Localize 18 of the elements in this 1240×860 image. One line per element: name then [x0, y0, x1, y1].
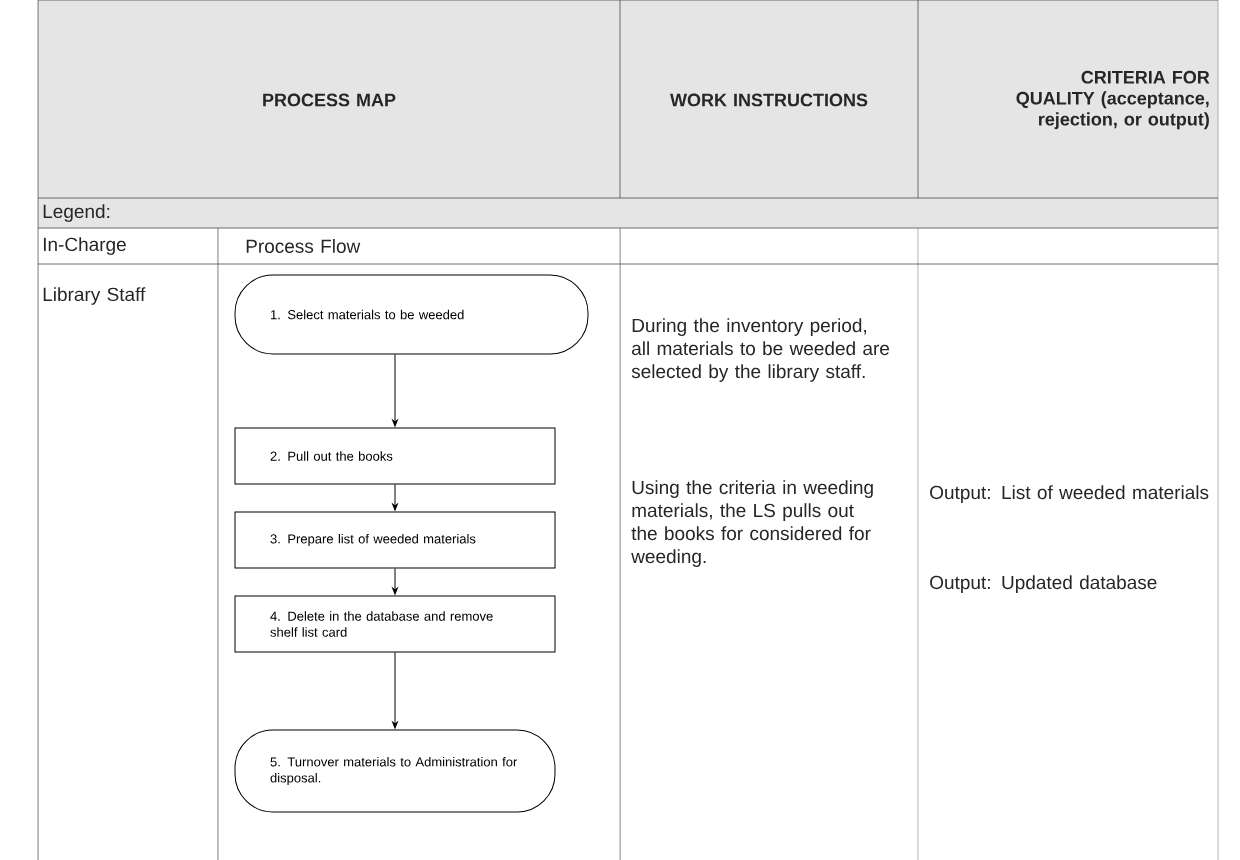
process-box: 4. Delete in the database and remove shelf list card — [234, 595, 556, 653]
output-text: Output: Updated database — [930, 575, 1157, 593]
arrow — [392, 652, 398, 729]
output-text: Output: List of weeded materials — [930, 485, 1209, 503]
column-heading: PROCESS MAP — [263, 93, 396, 107]
column-heading: WORK INSTRUCTIONS — [670, 93, 868, 107]
process-box: 2. Pull out the books — [234, 427, 556, 485]
instruction-text: During the inventory period, all materials to be weeded are selected by the library staff. — [631, 318, 890, 382]
row-label: Legend: — [43, 204, 110, 222]
column-heading: CRITERIA FOR QUALITY (acceptance, rejection, or output) — [1016, 70, 1210, 130]
arrow — [392, 354, 398, 427]
arrow — [392, 568, 398, 595]
column-label: In-Charge — [43, 237, 126, 255]
role-label: Library Staff — [43, 287, 146, 305]
instruction-text: Using the criteria in weeding materials, the LS pulls out the books for considered for weeding. — [631, 480, 873, 567]
arrow — [392, 484, 398, 511]
process-box: 3. Prepare list of weeded materials — [234, 511, 556, 569]
column-label: Process Flow — [246, 239, 361, 253]
